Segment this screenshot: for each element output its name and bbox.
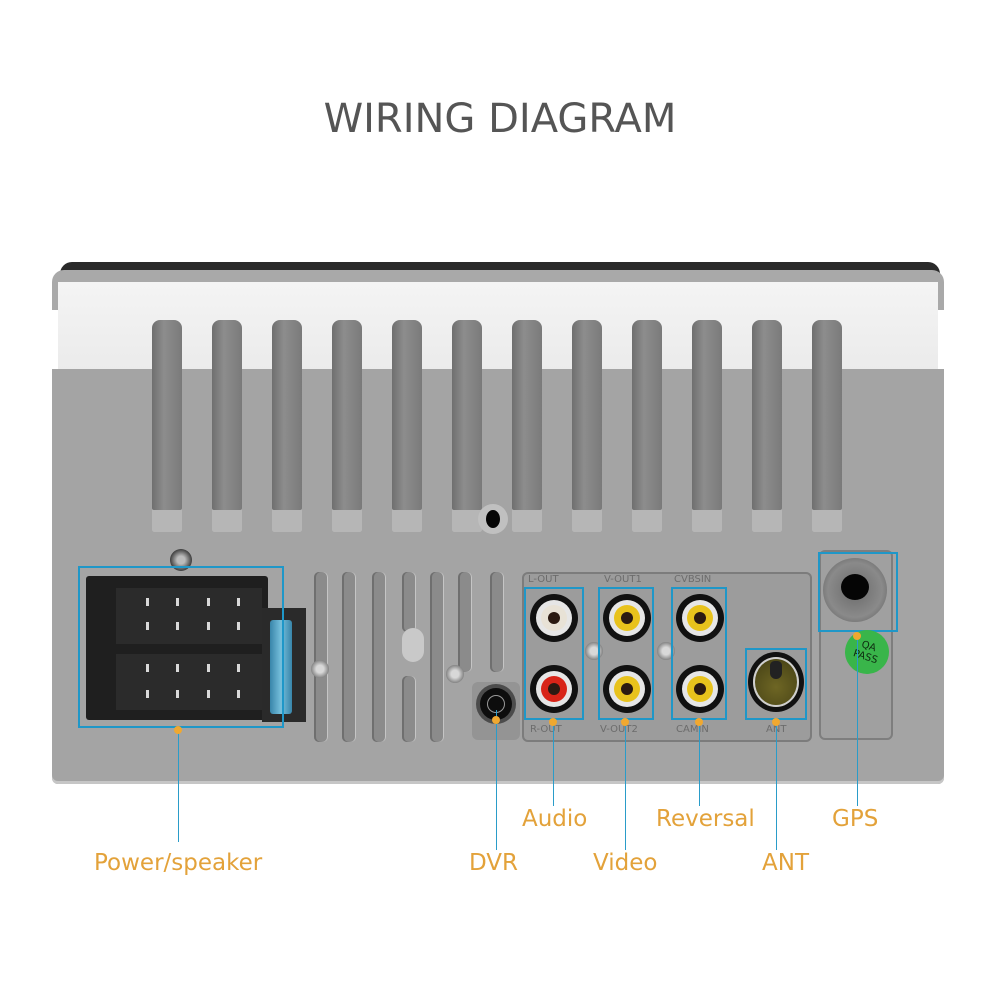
leader-dot-dvr — [492, 716, 500, 724]
highlight-power — [78, 566, 284, 728]
label-dvr: DVR — [469, 850, 519, 876]
vent-slot — [458, 572, 472, 672]
heatsink-fin — [392, 320, 422, 532]
leader-line-power — [178, 730, 179, 842]
highlight-video — [598, 587, 654, 720]
leader-line-dvr — [496, 710, 497, 850]
page-title: WIRING DIAGRAM — [323, 96, 677, 142]
vent-slot — [372, 572, 386, 742]
label-video: Video — [593, 850, 658, 876]
highlight-audio — [524, 587, 584, 720]
heatsink-fin — [692, 320, 722, 532]
leader-dot-power — [174, 726, 182, 734]
leader-line-audio — [553, 722, 554, 806]
marking-cvbsin: CVBSIN — [674, 574, 712, 585]
leader-dot-audio — [549, 718, 557, 726]
rca-video-2[interactable] — [603, 665, 651, 713]
screw-icon — [311, 660, 329, 678]
heatsink-fin — [452, 320, 482, 532]
screw-icon — [657, 642, 675, 660]
leader-line-video — [625, 722, 626, 850]
heatsink-fin — [272, 320, 302, 532]
rca-reversal-2[interactable] — [676, 665, 724, 713]
highlight-reversal — [671, 587, 727, 720]
leader-line-gps — [857, 634, 858, 806]
rca-video-1[interactable] — [603, 594, 651, 642]
vent-slot — [490, 572, 504, 672]
highlight-gps — [818, 552, 898, 632]
marking-r-out: R-OUT — [530, 724, 562, 735]
heatsink-fin — [812, 320, 842, 532]
vent-slot — [342, 572, 356, 742]
marking-camin: CAMIN — [676, 724, 709, 735]
label-ant: ANT — [762, 850, 809, 876]
screw-icon — [446, 665, 464, 683]
marking-l-out: L-OUT — [528, 574, 559, 585]
highlight-ant — [745, 648, 807, 720]
vent-slot — [430, 572, 444, 742]
heatsink-fin — [152, 320, 182, 532]
top-panel — [58, 282, 938, 370]
label-gps: GPS — [832, 806, 879, 832]
ant-socket[interactable] — [748, 652, 804, 712]
leader-dot-video — [621, 718, 629, 726]
heatsink-fin — [212, 320, 242, 532]
vent-slot — [402, 676, 416, 742]
vent-slot — [314, 572, 328, 742]
gps-port[interactable] — [823, 558, 887, 622]
leader-line-reversal — [699, 722, 700, 806]
leader-dot-gps — [853, 632, 861, 640]
heatsink-fin — [332, 320, 362, 532]
rca-audio-left[interactable] — [530, 594, 578, 642]
connector-screw-icon — [170, 549, 192, 571]
fuse-icon — [270, 620, 292, 714]
leader-dot-ant — [772, 718, 780, 726]
heatsink-fin — [752, 320, 782, 532]
label-reversal: Reversal — [656, 806, 755, 832]
power-speaker-connector — [86, 576, 268, 720]
rca-audio-right[interactable] — [530, 665, 578, 713]
label-audio: Audio — [522, 806, 588, 832]
vent-slot — [402, 572, 416, 632]
heatsink-fin — [632, 320, 662, 532]
leader-line-ant — [776, 722, 777, 850]
mount-slot — [402, 628, 424, 662]
marking-v-out2: V-OUT2 — [600, 724, 638, 735]
marking-v-out1: V-OUT1 — [604, 574, 642, 585]
rca-reversal-1[interactable] — [676, 594, 724, 642]
leader-dot-reversal — [695, 718, 703, 726]
heatsink-fin — [512, 320, 542, 532]
mount-hole — [478, 504, 508, 534]
label-power-speaker: Power/speaker — [94, 850, 263, 876]
heatsink-fin — [572, 320, 602, 532]
